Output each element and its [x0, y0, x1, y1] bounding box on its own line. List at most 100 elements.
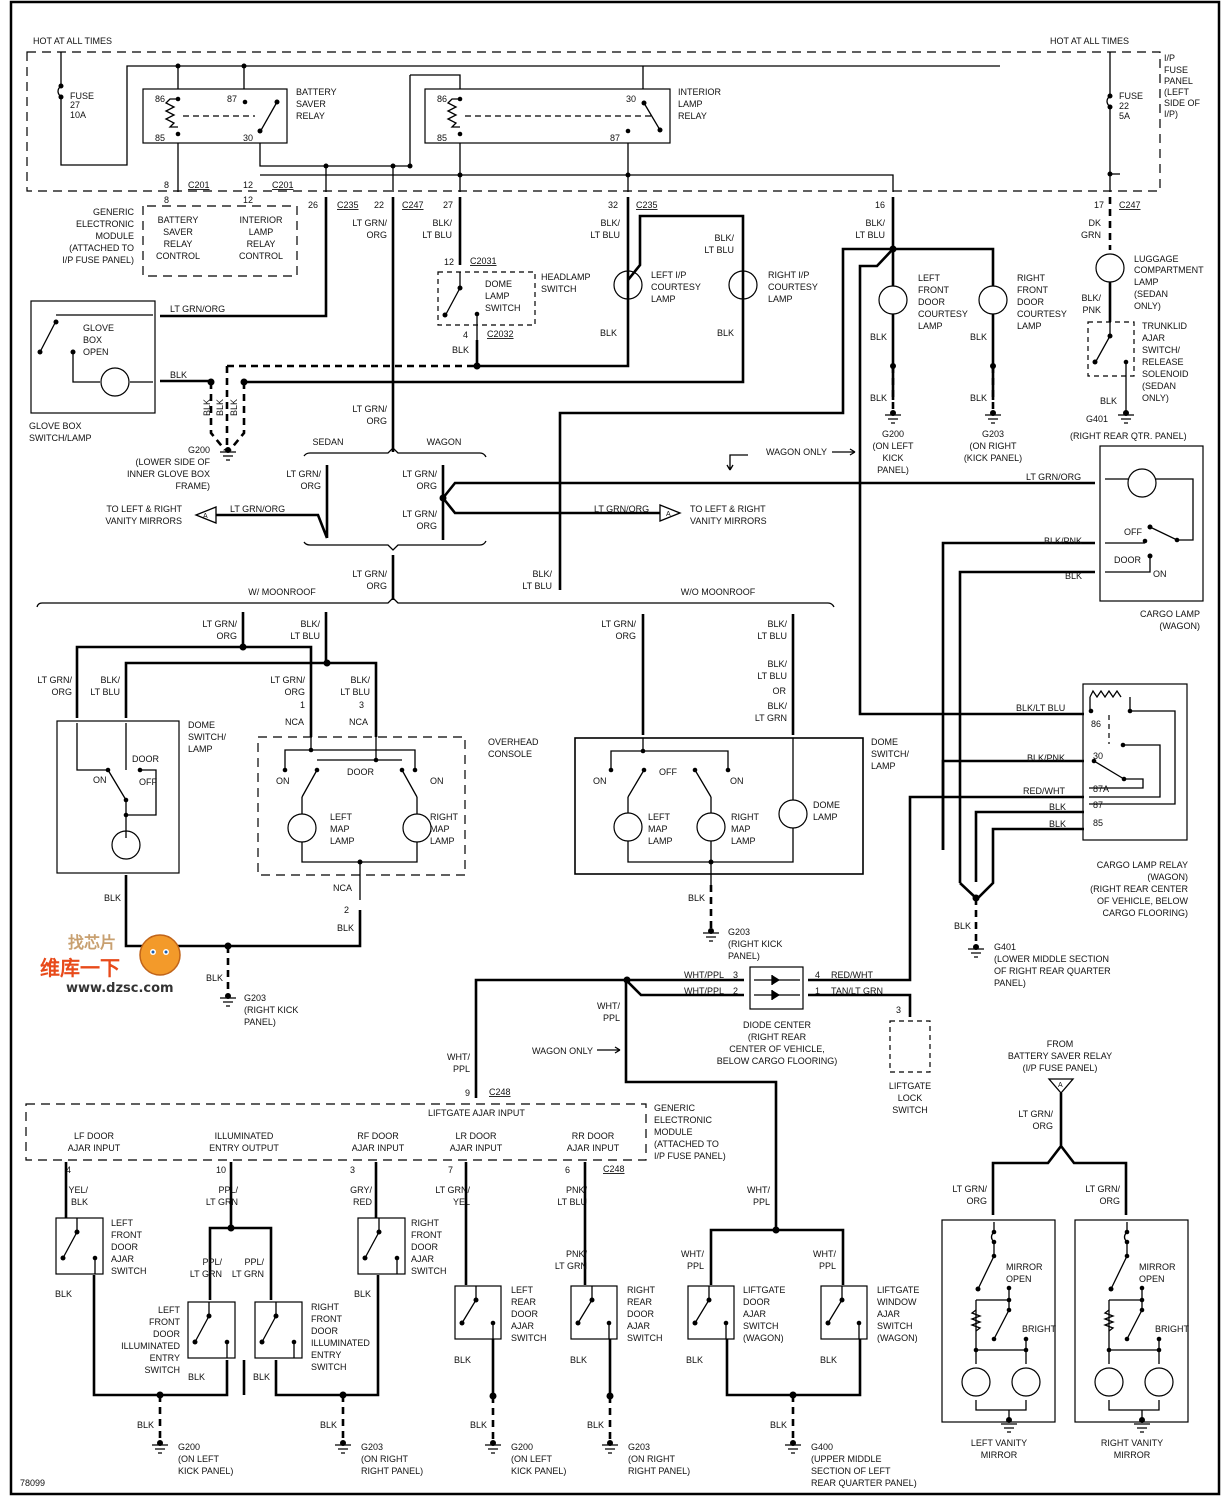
svg-text:ON: ON: [276, 776, 290, 786]
switch-label: SWITCH: [145, 1365, 181, 1375]
switch-label: DOOR: [627, 1309, 655, 1319]
svg-text:LEFT I/P: LEFT I/P: [651, 270, 686, 280]
svg-text:A: A: [1058, 1082, 1063, 1089]
switch-label: LEFT: [511, 1285, 534, 1295]
svg-text:LEFT: LEFT: [330, 812, 353, 822]
svg-text:ORG: ORG: [366, 230, 387, 240]
switch-label: LIFTGATE: [877, 1285, 919, 1295]
svg-text:BLK: BLK: [215, 399, 225, 416]
input-name: LR DOOR: [455, 1131, 497, 1141]
svg-text:LAMP: LAMP: [651, 294, 676, 304]
svg-text:C201: C201: [188, 180, 210, 190]
pin-number: 6: [565, 1165, 570, 1175]
svg-text:COURTESY: COURTESY: [918, 309, 968, 319]
svg-text:I/P: I/P: [1164, 53, 1175, 63]
svg-text:INTERIOR: INTERIOR: [678, 87, 722, 97]
svg-text:LAMP: LAMP: [1017, 321, 1042, 331]
svg-text:BLK/: BLK/: [532, 569, 552, 579]
svg-text:LOCK: LOCK: [898, 1093, 923, 1103]
wire-label: YEL/: [68, 1185, 88, 1195]
switch-label: RIGHT: [311, 1302, 340, 1312]
c248-label: C248: [603, 1164, 625, 1174]
svg-text:G200: G200: [178, 1442, 200, 1452]
svg-text:SAVER: SAVER: [163, 227, 193, 237]
svg-text:BLK/LT BLU: BLK/LT BLU: [1016, 703, 1065, 713]
svg-text:www.dzsc.com: www.dzsc.com: [66, 981, 174, 996]
svg-text:LT BLU: LT BLU: [757, 631, 787, 641]
svg-text:BLK/PNK: BLK/PNK: [1027, 753, 1065, 763]
svg-text:FRAME): FRAME): [176, 481, 211, 491]
wire-label: BLK: [71, 1197, 88, 1207]
svg-text:GENERIC: GENERIC: [654, 1103, 696, 1113]
svg-text:LT GRN/: LT GRN/: [37, 675, 72, 685]
svg-text:GLOVE BOX: GLOVE BOX: [29, 421, 82, 431]
svg-text:HEADLAMP: HEADLAMP: [541, 272, 591, 282]
wire-label: LT GRN: [190, 1269, 222, 1279]
luggage-compartment-lamp: DK GRN LUGGAGE COMPARTMENT LAMP (SEDAN O…: [1081, 197, 1204, 322]
svg-text:I/P FUSE PANEL): I/P FUSE PANEL): [654, 1151, 726, 1161]
switch-label: AJAR: [511, 1321, 535, 1331]
svg-text:ORG: ORG: [416, 481, 437, 491]
svg-text:PPL: PPL: [603, 1013, 620, 1023]
svg-text:32: 32: [608, 200, 618, 210]
svg-text:PANEL): PANEL): [877, 465, 909, 475]
svg-text:LEFT: LEFT: [918, 273, 941, 283]
svg-text:87: 87: [610, 133, 620, 143]
svg-text:LUGGAGE: LUGGAGE: [1134, 254, 1179, 264]
wire-label: BLK: [686, 1355, 703, 1365]
wire-label: LT GRN: [206, 1197, 238, 1207]
wire-label: RED: [353, 1197, 373, 1207]
svg-text:BLK/: BLK/: [432, 218, 452, 228]
svg-text:C248: C248: [489, 1087, 511, 1097]
svg-text:C2031: C2031: [470, 256, 497, 266]
svg-text:C235: C235: [337, 200, 359, 210]
svg-text:WHT/: WHT/: [447, 1052, 470, 1062]
input-name: ILLUMINATED: [215, 1131, 274, 1141]
svg-text:LT BLU: LT BLU: [290, 631, 320, 641]
svg-text:LT GRN/: LT GRN/: [352, 218, 387, 228]
switch-label: (WAGON): [877, 1333, 918, 1343]
hot-at-all-times-left: HOT AT ALL TIMES: [33, 36, 112, 46]
svg-text:BLK/: BLK/: [100, 675, 120, 685]
sedan-wagon-options: SEDAN WAGON LT GRN/ ORG A LT GRN/ORG TO …: [105, 437, 1095, 600]
svg-text:FROM: FROM: [1047, 1039, 1074, 1049]
svg-text:TO LEFT & RIGHT: TO LEFT & RIGHT: [106, 504, 182, 514]
svg-text:9: 9: [465, 1088, 470, 1098]
svg-text:85: 85: [437, 133, 447, 143]
svg-text:(RIGHT REAR QTR. PANEL): (RIGHT REAR QTR. PANEL): [1070, 431, 1187, 441]
svg-text:CARGO FLOORING): CARGO FLOORING): [1102, 908, 1188, 918]
svg-text:DOOR: DOOR: [918, 297, 946, 307]
switch-label: DOOR: [153, 1329, 181, 1339]
svg-text:(WAGON): (WAGON): [1147, 872, 1188, 882]
svg-text:SWITCH: SWITCH: [485, 303, 521, 313]
svg-text:COURTESY: COURTESY: [651, 282, 701, 292]
svg-text:RIGHT I/P: RIGHT I/P: [768, 270, 809, 280]
switch-label: ENTRY: [150, 1353, 180, 1363]
svg-text:REAR QUARTER PANEL): REAR QUARTER PANEL): [811, 1478, 917, 1488]
svg-text:DOOR: DOOR: [347, 767, 375, 777]
svg-text:CONTROL: CONTROL: [156, 251, 200, 261]
svg-text:LEFT VANITY: LEFT VANITY: [971, 1438, 1027, 1448]
svg-text:2: 2: [344, 905, 349, 915]
svg-text:LT GRN/: LT GRN/: [352, 569, 387, 579]
input-name: RF DOOR: [357, 1131, 399, 1141]
svg-text:I/P FUSE PANEL): I/P FUSE PANEL): [62, 255, 134, 265]
moonroof-options: W/ MOONROOF W/O MOONROOF: [36, 587, 835, 608]
wire-label: BLK: [820, 1355, 837, 1365]
wire-label: BLK: [454, 1355, 471, 1365]
svg-text:DOME: DOME: [485, 279, 512, 289]
svg-text:LT GRN/: LT GRN/: [1085, 1184, 1120, 1194]
input-name: LF DOOR: [74, 1131, 115, 1141]
svg-text:85: 85: [155, 133, 165, 143]
svg-text:OR: OR: [773, 686, 787, 696]
svg-text:G401: G401: [1086, 414, 1108, 424]
svg-text:KICK: KICK: [882, 453, 903, 463]
svg-text:ON: ON: [93, 775, 107, 785]
switch-label: DOOR: [311, 1326, 339, 1336]
svg-text:C247: C247: [1119, 200, 1141, 210]
svg-text:G400: G400: [811, 1442, 833, 1452]
svg-text:BOX: BOX: [83, 335, 102, 345]
